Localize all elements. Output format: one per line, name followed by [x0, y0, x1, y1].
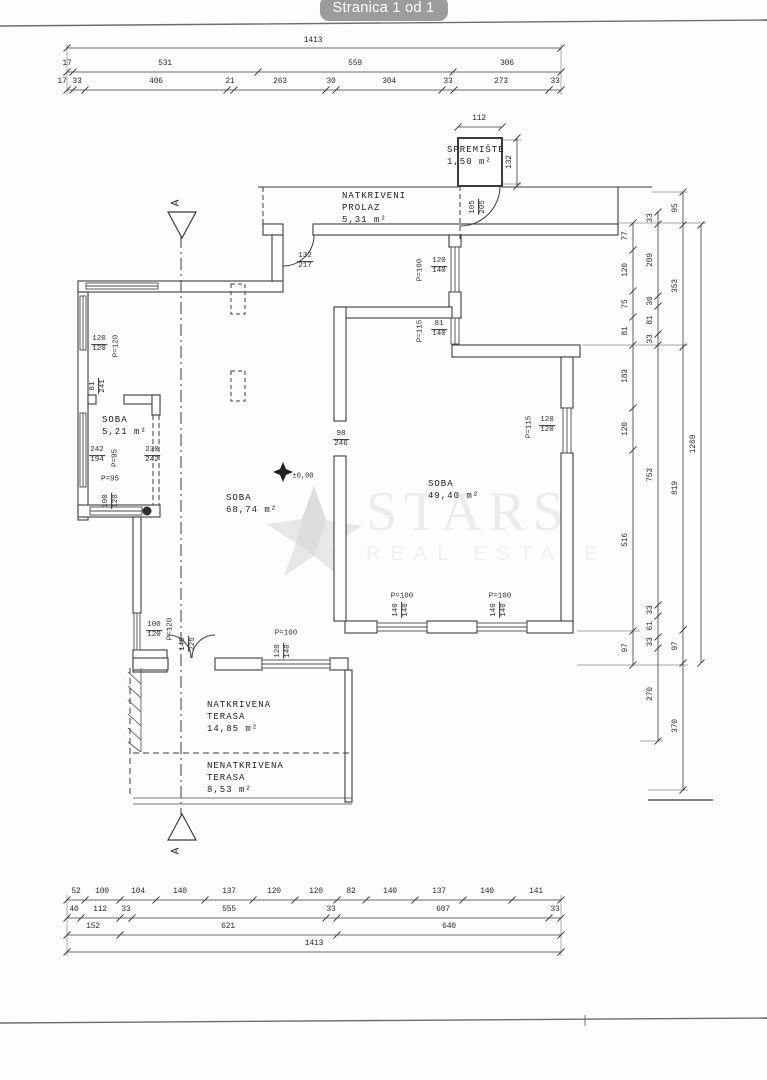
door-arc-passage — [282, 234, 315, 267]
section-triangle-top — [166, 211, 198, 240]
column-dot — [142, 506, 152, 516]
windows — [79, 246, 572, 669]
dimension-chains — [63, 44, 705, 956]
dashed-lines — [129, 186, 461, 816]
watermark-text: STARS REAL ESTATE — [366, 481, 608, 566]
column-dashed — [230, 283, 246, 315]
door-arc-storage — [459, 185, 501, 227]
watermark: STARS REAL ESTATE — [266, 481, 608, 578]
page-indicator-badge: Stranica 1 od 1 — [319, 0, 448, 21]
column-dashed — [230, 370, 246, 402]
level-marker-star — [273, 462, 293, 482]
section-triangle-bottom — [166, 812, 198, 841]
extension-lines — [66, 44, 706, 956]
page-border-lines — [0, 19, 767, 1026]
storage-room-outline — [457, 137, 503, 187]
door-arcs — [167, 185, 501, 659]
watermark-brand: STARS — [366, 481, 571, 543]
walls — [77, 137, 619, 803]
watermark-tagline: REAL ESTATE — [366, 543, 608, 566]
door-arc-right-leaf — [191, 634, 216, 659]
door-arc-left-leaf — [167, 634, 192, 659]
section-markers — [166, 211, 198, 841]
passage-roof-lines — [258, 186, 652, 224]
terrace-hatch — [127, 668, 352, 805]
star-logo-watermark — [266, 486, 362, 578]
